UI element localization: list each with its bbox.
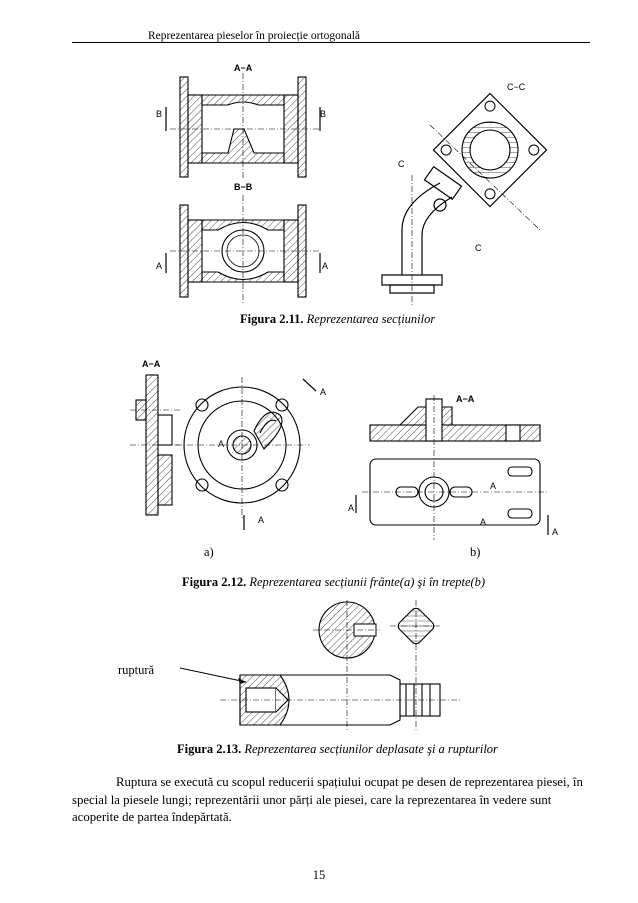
label-a-a-side: A−A xyxy=(142,359,161,369)
figure-2-11-caption: Figura 2.11. Reprezentarea secțiunilor xyxy=(240,312,435,327)
label-a-b-mid: A xyxy=(490,481,496,491)
figure-2-13-caption: Figura 2.13. Reprezentarea secțiunilor d… xyxy=(177,742,498,757)
caption-number: Figura 2.11. xyxy=(240,312,304,326)
sublabel-a: a) xyxy=(204,545,214,559)
sublabel-b: b) xyxy=(470,545,481,559)
caption-number: Figura 2.13. xyxy=(177,742,242,756)
square-flange-section xyxy=(432,92,548,208)
figure-2-12-caption: Figura 2.12. Reprezentarea secțiunii frâ… xyxy=(182,575,485,590)
label-b-left: B xyxy=(156,109,162,119)
label-a-right: A xyxy=(322,261,328,271)
label-b-b: B−B xyxy=(234,182,253,192)
valve-section-aa xyxy=(179,76,307,178)
caption-title: Reprezentarea secțiunii frânte(a) şi în … xyxy=(249,575,486,589)
body-paragraph: Ruptura se execută cu scopul reducerii s… xyxy=(72,775,583,824)
callout-ruptura: ruptură xyxy=(118,663,155,677)
label-a-b-low: A xyxy=(480,517,486,527)
caption-number: Figura 2.12. xyxy=(182,575,247,589)
figure-2-12-drawing: A−A A A A xyxy=(130,355,570,540)
page-number: 15 xyxy=(312,868,326,882)
figure-2-11-drawing: A−A B B B−B xyxy=(150,55,550,310)
header-rule xyxy=(72,42,590,43)
running-header: Reprezentarea pieselor în proiecție orto… xyxy=(148,30,361,42)
label-a-a-step: A−A xyxy=(456,394,475,404)
step-section xyxy=(369,398,541,442)
caption-title: Reprezentarea secțiunilor xyxy=(306,312,436,326)
label-a-b-right: A xyxy=(552,527,558,537)
label-c-c: C−C xyxy=(507,82,526,92)
label-c-top: C xyxy=(398,159,405,169)
label-a-b-left: A xyxy=(348,503,354,513)
elbow-pipe xyxy=(381,165,463,294)
label-a-a: A−A xyxy=(234,63,253,73)
figure-2-13-drawing xyxy=(180,600,470,735)
label-a-top: A xyxy=(320,387,326,397)
label-a-center: A xyxy=(218,439,224,449)
caption-title: Reprezentarea secțiunilor deplasate şi a… xyxy=(244,742,498,756)
label-a-left: A xyxy=(156,261,162,271)
label-b-right: B xyxy=(320,109,326,119)
label-c-bottom: C xyxy=(475,243,482,253)
label-a-bottom: A xyxy=(258,515,264,525)
